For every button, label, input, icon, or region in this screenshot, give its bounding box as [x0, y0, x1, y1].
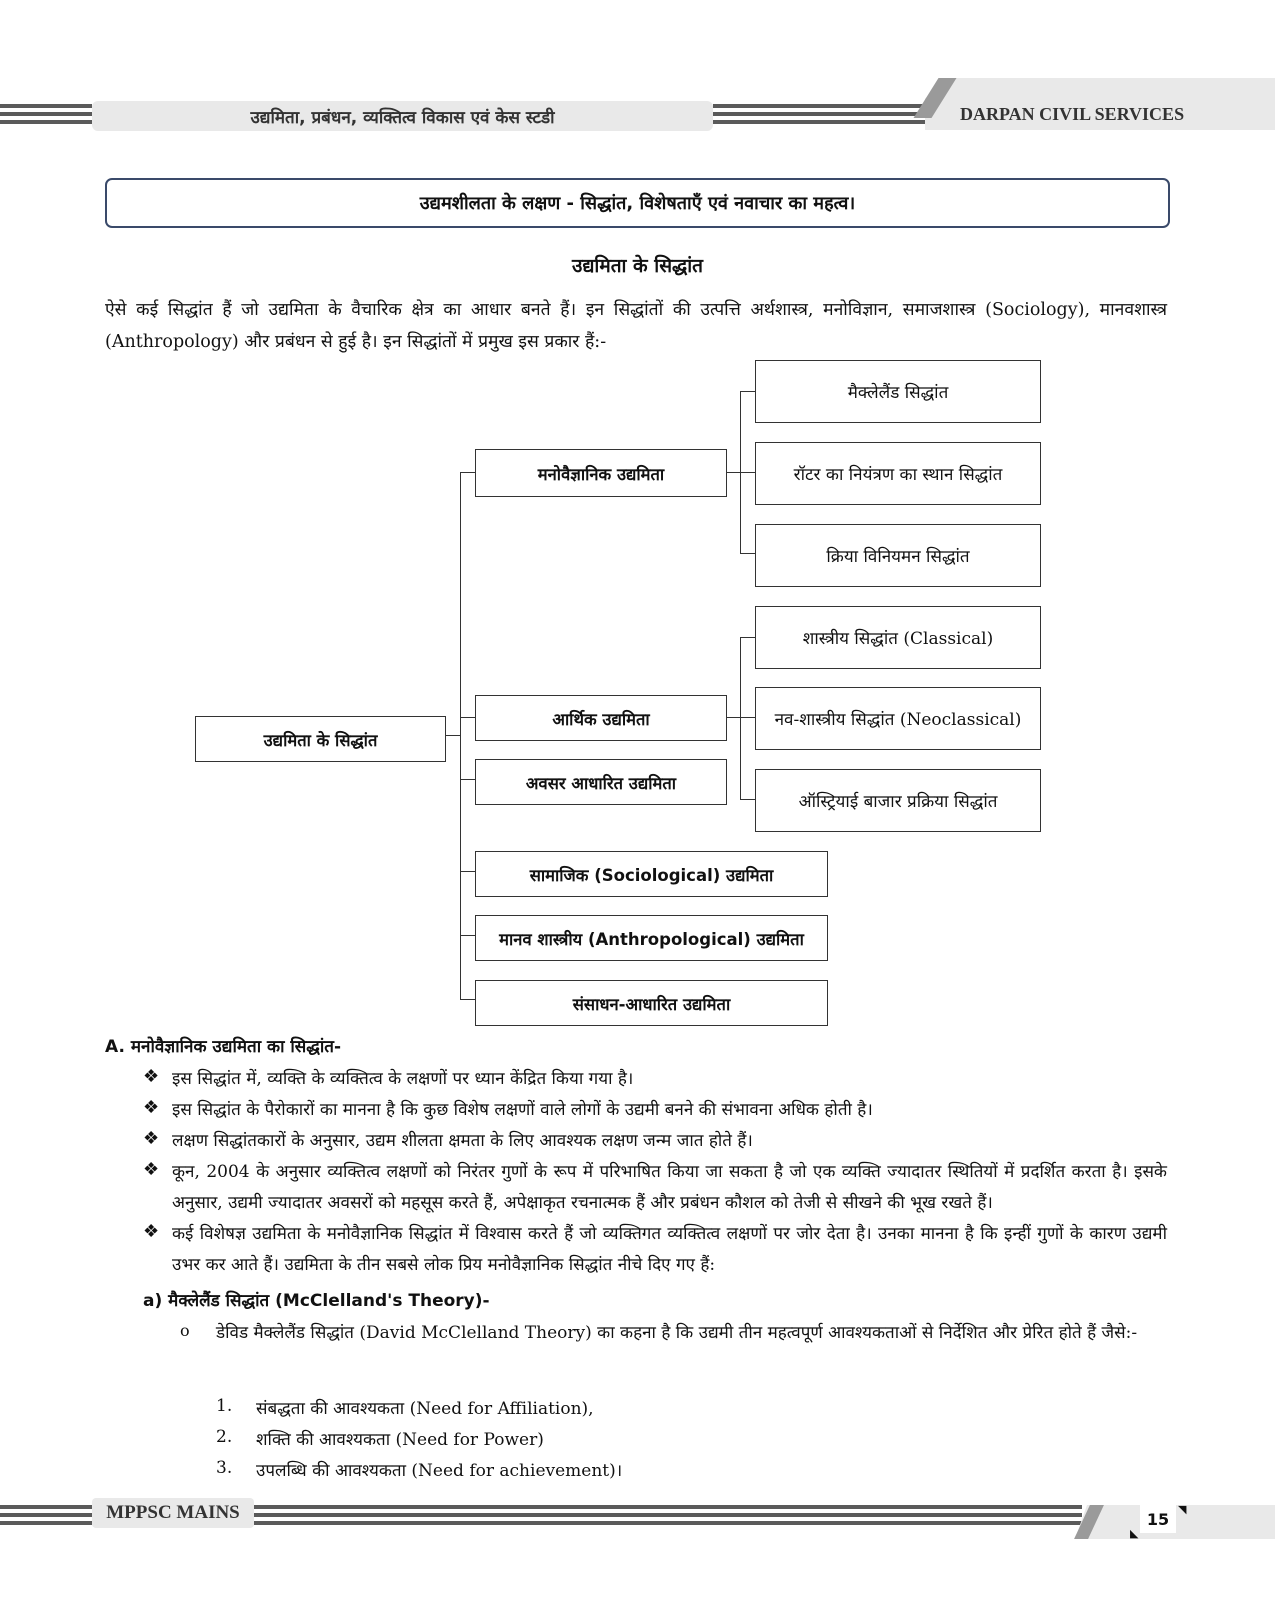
connector-line — [460, 472, 475, 474]
list-number: 3. — [216, 1458, 233, 1478]
intro-paragraph: ऐसे कई सिद्धांत हैं जो उद्यमिता के वैचार… — [105, 300, 1167, 352]
footer-stripe — [0, 1513, 92, 1517]
branch-node-opportunity: अवसर आधारित उद्यमिता — [475, 759, 727, 805]
leaf-node-neoclassical: नव-शास्त्रीय सिद्धांत (Neoclassical) — [755, 687, 1041, 750]
connector-line — [460, 999, 475, 1001]
footer-stripe — [254, 1521, 1082, 1525]
connector-line — [445, 735, 461, 737]
connector-line — [460, 935, 475, 937]
leaf-node-rotter: रॉटर का नियंत्रण का स्थान सिद्धांत — [755, 442, 1041, 505]
corner-arrow-icon: ◣ — [1130, 1527, 1139, 1540]
connector-line — [460, 472, 462, 1000]
connector-line — [740, 717, 755, 719]
section-a-heading: A. मनोवैज्ञानिक उद्यमिता का सिद्धांत- — [105, 1037, 342, 1057]
chapter-title-box: उद्यमशीलता के लक्षण - सिद्धांत, विशेषताए… — [105, 178, 1170, 228]
circle-bullet-icon: o — [180, 1321, 190, 1340]
section-subheading: उद्यमिता के सिद्धांत — [572, 255, 703, 277]
bullet-icon: ❖ — [143, 1097, 160, 1118]
connector-line — [740, 391, 755, 393]
root-node: उद्यमिता के सिद्धांत — [195, 716, 446, 762]
header-stripe — [0, 104, 92, 108]
bullet-icon: ❖ — [143, 1066, 160, 1087]
branch-node-resource-based: संसाधन-आधारित उद्यमिता — [475, 980, 828, 1026]
header-brand-name: DARPAN CIVIL SERVICES — [960, 104, 1185, 124]
bullet-item: इस सिद्धांत में, व्यक्ति के व्यक्तित्व क… — [172, 1069, 634, 1089]
footer-exam-label: MPPSC MAINS — [92, 1498, 254, 1528]
header-stripe — [0, 112, 92, 116]
footer-stripe — [0, 1505, 92, 1509]
footer-stripe — [0, 1521, 92, 1525]
bullet-item: इस सिद्धांत के पैरोकारों का मानना है कि … — [172, 1100, 873, 1120]
branch-node-economic: आर्थिक उद्यमिता — [475, 695, 727, 741]
header-book-title: उद्यमिता, प्रबंधन, व्यक्तित्व विकास एवं … — [92, 101, 713, 131]
corner-arrow-icon: ◥ — [1178, 1503, 1187, 1516]
connector-line — [460, 779, 475, 781]
bullet-item: लक्षण सिद्धांतकारों के अनुसार, उद्यम शील… — [172, 1131, 753, 1151]
footer-stripe — [254, 1513, 1082, 1517]
leaf-node-action-regulation: क्रिया विनियमन सिद्धांत — [755, 524, 1041, 587]
list-number: 2. — [216, 1427, 233, 1447]
connector-line — [460, 717, 475, 719]
header-stripe — [713, 104, 928, 108]
leaf-node-classical: शास्त्रीय सिद्धांत (Classical) — [755, 606, 1041, 669]
branch-node-anthropological: मानव शास्त्रीय (Anthropological) उद्यमित… — [475, 915, 828, 961]
need-item: उपलब्धि की आवश्यकता (Need for achievemen… — [256, 1461, 623, 1481]
need-item: शक्ति की आवश्यकता (Need for Power) — [256, 1430, 544, 1450]
header-stripe — [713, 120, 928, 124]
connector-line — [740, 799, 755, 801]
bullet-icon: ❖ — [143, 1128, 160, 1149]
need-item: संबद्धता की आवश्यकता (Need for Affiliati… — [256, 1399, 594, 1419]
footer-stripe — [254, 1505, 1082, 1509]
mcclelland-description: डेविड मैक्लेलैंड सिद्धांत (David McClell… — [216, 1323, 1138, 1343]
subsection-mcclelland-heading: a) मैक्लेलैंड सिद्धांत (McClelland's The… — [143, 1291, 490, 1311]
connector-line — [740, 472, 755, 474]
bullet-icon: ❖ — [143, 1159, 160, 1180]
bullet-item: कून, 2004 के अनुसार व्यक्तित्व लक्षणों क… — [172, 1162, 1167, 1213]
page-number: 15 — [1140, 1505, 1176, 1533]
leaf-node-mcclelland: मैक्लेलैंड सिद्धांत — [755, 360, 1041, 423]
bullet-item: कई विशेषज्ञ उद्यमिता के मनोवैज्ञानिक सिद… — [172, 1224, 1167, 1275]
branch-node-sociological: सामाजिक (Sociological) उद्यमिता — [475, 851, 828, 897]
connector-line — [460, 871, 475, 873]
connector-line — [726, 472, 740, 474]
bullet-icon: ❖ — [143, 1221, 160, 1242]
leaf-node-austrian: ऑस्ट्रियाई बाजार प्रक्रिया सिद्धांत — [755, 769, 1041, 832]
connector-line — [740, 553, 755, 555]
connector-line — [740, 637, 755, 639]
connector-line — [740, 637, 742, 800]
header-brand-shape — [925, 78, 1275, 130]
branch-node-psychological: मनोवैज्ञानिक उद्यमिता — [475, 449, 727, 497]
connector-line — [726, 717, 740, 719]
header-stripe — [0, 120, 92, 124]
header-stripe — [713, 112, 928, 116]
list-number: 1. — [216, 1396, 233, 1416]
